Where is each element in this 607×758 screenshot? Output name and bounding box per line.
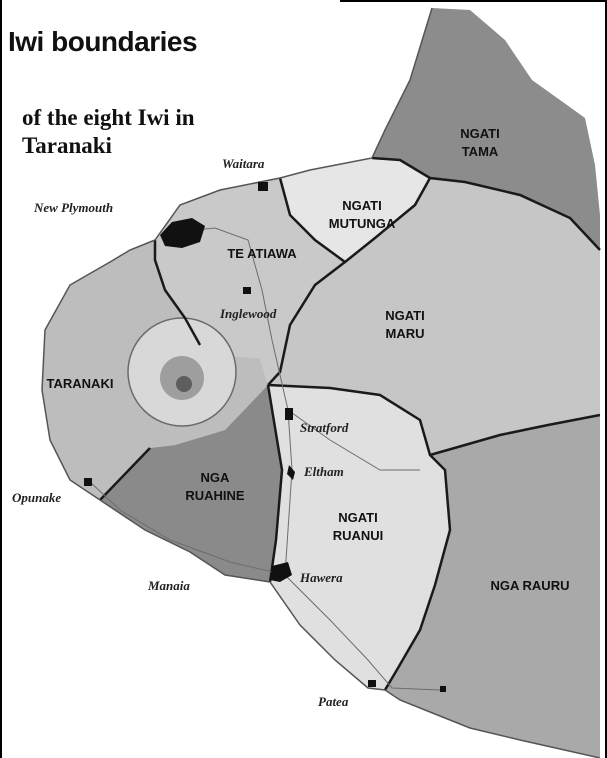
label-hawera: Hawera [299, 570, 343, 585]
inglewood-marker [243, 287, 251, 294]
region-ngati-mutunga [280, 158, 430, 262]
boundary-tama [371, 156, 601, 251]
opunake-marker [84, 478, 92, 486]
hawera-urban-area [270, 562, 292, 582]
map-subtitle: of the eight Iwi in Taranaki [22, 105, 195, 158]
new-plymouth-urban-area [160, 218, 205, 248]
road-north [174, 227, 293, 576]
label-waitara: Waitara [222, 156, 265, 171]
boundary-ruahine-east [266, 384, 284, 583]
waitara-marker [258, 182, 268, 191]
boundary-ruanui-maru [267, 383, 452, 691]
iwi-boundary-lines [99, 156, 601, 691]
frame-left-line [0, 0, 2, 758]
label-eltham: Eltham [303, 464, 344, 479]
mount-taranaki-summit [176, 376, 192, 392]
label-new-plymouth: New Plymouth [33, 200, 113, 215]
town-markers [84, 182, 446, 692]
label-nga-rauru: NGA RAURU [491, 578, 570, 593]
coastline [41, 7, 601, 758]
map-title: Iwi boundaries [8, 26, 198, 57]
label-inglewood: Inglewood [219, 306, 277, 321]
label-patea: Patea [318, 694, 349, 709]
region-ngati-ruanui [268, 385, 450, 690]
label-stratford: Stratford [300, 420, 349, 435]
boundary-maru-rauru [429, 413, 601, 457]
boundary-atiawa-maru [267, 261, 346, 386]
frame-top-line [340, 0, 607, 2]
nga-rauru-town-marker [440, 686, 446, 692]
stratford-marker [285, 408, 293, 420]
patea-marker [368, 680, 376, 687]
label-opunake: Opunake [12, 490, 61, 505]
boundary-ruahine-west [99, 447, 151, 501]
label-te-atiawa: TE ATIAWA [227, 246, 297, 261]
region-nga-ruahine [100, 385, 282, 582]
road-east [287, 409, 420, 471]
label-manaia: Manaia [147, 578, 190, 593]
region-nga-rauru [385, 415, 600, 758]
region-ngati-maru [268, 178, 600, 455]
region-ngati-tama [372, 8, 600, 250]
label-taranaki: TARANAKI [47, 376, 114, 391]
boundary-atiawa-taranaki [153, 240, 202, 346]
frame-right-line [605, 0, 607, 758]
eltham-marker [287, 465, 295, 480]
